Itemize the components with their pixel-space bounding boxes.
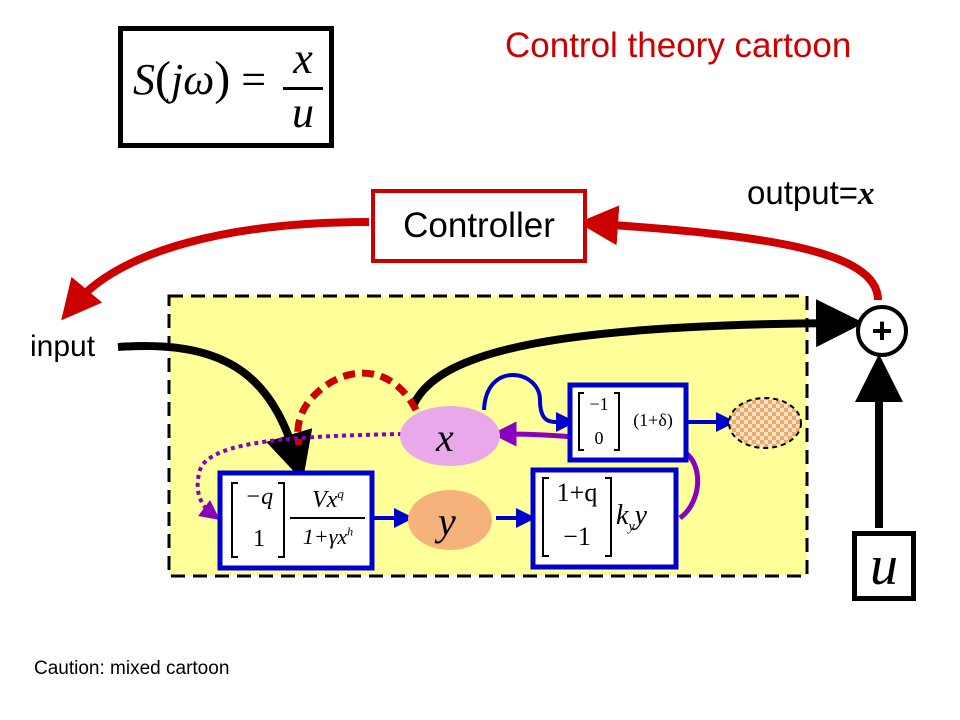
y-state-label: y xyxy=(438,499,456,544)
right-matrix-factor: kyy xyxy=(616,500,648,535)
left-matrix-bottom-entry: 1 xyxy=(253,526,265,552)
left-matrix-frac-den: 1+γxh xyxy=(302,524,354,549)
right-matrix-bottom-entry: −1 xyxy=(563,522,591,551)
top-matrix-bottom-entry: 0 xyxy=(594,428,604,448)
left-matrix-brackets xyxy=(231,482,285,558)
output-prefix: output= xyxy=(747,174,859,211)
hatched-output-oval xyxy=(728,397,802,449)
equation-numerator: x xyxy=(293,34,313,83)
sum-symbol: + xyxy=(871,310,893,351)
sum-junction: + xyxy=(856,305,908,357)
equation-denominator: u xyxy=(292,88,314,137)
equation-lhs: S(jω) = xyxy=(133,52,267,105)
equation-S: S xyxy=(133,55,155,104)
page-title: Control theory cartoon xyxy=(505,26,852,65)
x-to-top-matrix-arrow xyxy=(482,373,576,433)
y-state-oval xyxy=(408,490,492,550)
right-matrix-top-entry: 1+q xyxy=(556,478,598,507)
left-matrix-box xyxy=(217,470,375,571)
feedback-arc-to-input xyxy=(61,218,370,321)
controller-label: Controller xyxy=(403,206,555,245)
x-dashed-feedback xyxy=(294,369,420,446)
input-arrow xyxy=(117,342,313,482)
caution-note: Caution: mixed cartoon xyxy=(34,658,230,679)
top-matrix-top-entry: −1 xyxy=(589,394,609,414)
transfer-function-box: S(jω) = x u xyxy=(118,26,334,148)
x-to-sum-arrow xyxy=(410,299,864,406)
equation-fraction-bar xyxy=(283,87,323,90)
equation-arg: jω xyxy=(170,55,215,104)
right-matrix-brackets xyxy=(542,477,612,557)
input-label: input xyxy=(30,330,96,363)
top-matrix-brackets xyxy=(578,392,620,451)
top-matrix-box xyxy=(567,382,689,463)
right-matrix-box xyxy=(530,467,679,570)
x-state-oval xyxy=(400,406,500,466)
output-var: x xyxy=(858,176,875,212)
purple-dotted-arc xyxy=(195,432,403,521)
controller-block: Controller xyxy=(371,189,587,263)
disturbance-u-box: u xyxy=(852,531,916,601)
left-matrix-frac-num: Vxq xyxy=(312,486,344,513)
left-matrix-top-entry: −q xyxy=(244,484,274,510)
top-matrix-factor: (1+δ) xyxy=(633,410,673,430)
output-label: output=x xyxy=(747,174,875,213)
x-state-label: x xyxy=(436,415,454,460)
feedback-arc-to-controller xyxy=(578,205,882,301)
u-label: u xyxy=(870,535,898,597)
